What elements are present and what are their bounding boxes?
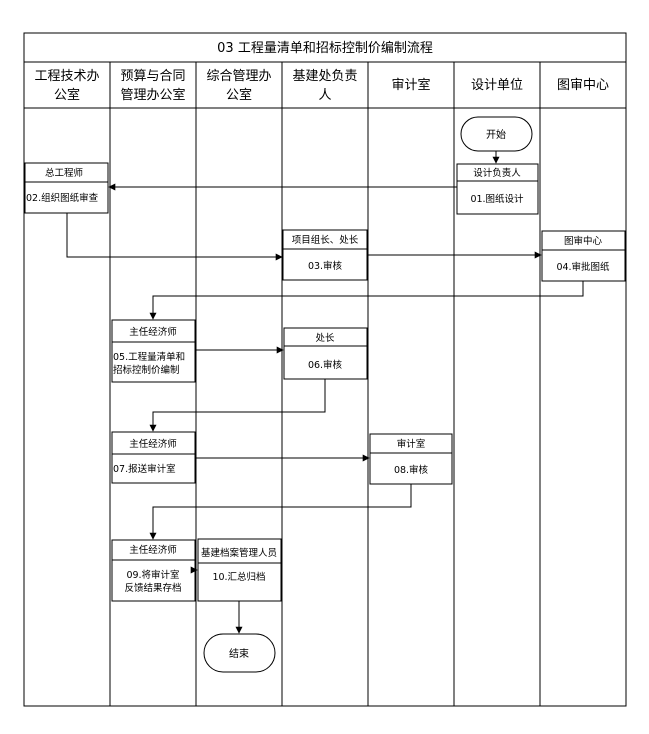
step-09-role: 主任经济师 (129, 544, 177, 556)
step-07-role: 主任经济师 (129, 438, 177, 450)
step-08 (369, 433, 453, 485)
step-09 (111, 539, 196, 602)
lane-header: 审计室 (391, 77, 430, 93)
step-10-label: 10.汇总归档 (212, 571, 265, 583)
step-10 (197, 538, 282, 602)
lane-header: 工程技术办 (34, 69, 99, 84)
step-03 (282, 229, 368, 281)
step-05 (111, 319, 196, 383)
lane-header: 公室 (226, 87, 252, 103)
step-06 (283, 327, 368, 380)
step-01-role: 设计负责人 (473, 167, 521, 179)
step-06-role: 处长 (315, 332, 335, 344)
lane-header: 基建处负责 (292, 69, 357, 84)
end-terminal (203, 633, 276, 673)
edge-02-to-03 (66, 213, 283, 261)
lane-header: 人 (318, 88, 331, 103)
start-label: 开始 (486, 128, 506, 141)
lane-header: 管理办公室 (120, 87, 185, 103)
step-07 (111, 431, 196, 484)
edge-04-to-05 (149, 281, 584, 320)
step-01 (456, 163, 539, 215)
step-10-role: 基建档案管理人员 (201, 547, 277, 559)
step-05-label-line1: 05.工程量清单和 (113, 351, 185, 363)
step-07-label: 07.报送审计室 (113, 463, 176, 475)
lane-header: 预算与合同 (120, 69, 185, 84)
step-08-role: 审计室 (397, 438, 426, 450)
step-05-label-line2: 招标控制价编制 (113, 364, 180, 376)
step-02-label: 02.组织图纸审查 (26, 192, 99, 204)
lane-header: 公室 (54, 87, 80, 103)
step-03-label: 03.审核 (308, 260, 343, 272)
step-09-label-line2: 反馈结果存档 (124, 582, 181, 594)
step-04-role: 图审中心 (564, 235, 603, 247)
step-04-label: 04.审批图纸 (556, 261, 610, 273)
edge-06-to-07 (149, 379, 326, 432)
diagram-title: 03 工程量清单和招标控制价编制流程 (217, 41, 433, 56)
diagram-frame (23, 32, 627, 707)
step-03-role: 项目组长、处长 (292, 234, 359, 246)
step-02-role: 总工程师 (45, 167, 83, 179)
edge-08-to-09 (149, 484, 412, 540)
lane-header: 综合管理办 (206, 69, 271, 84)
lane-header: 图审中心 (557, 78, 609, 93)
end-label: 结束 (229, 647, 249, 660)
lane-header: 设计单位 (471, 78, 523, 93)
step-08-label: 08.审核 (394, 464, 429, 476)
step-09-label-line1: 09.将审计室 (126, 569, 179, 581)
step-01-label: 01.图纸设计 (470, 193, 524, 205)
step-06-label: 06.审核 (308, 359, 343, 371)
step-04 (541, 230, 626, 282)
step-05-role: 主任经济师 (129, 326, 177, 338)
